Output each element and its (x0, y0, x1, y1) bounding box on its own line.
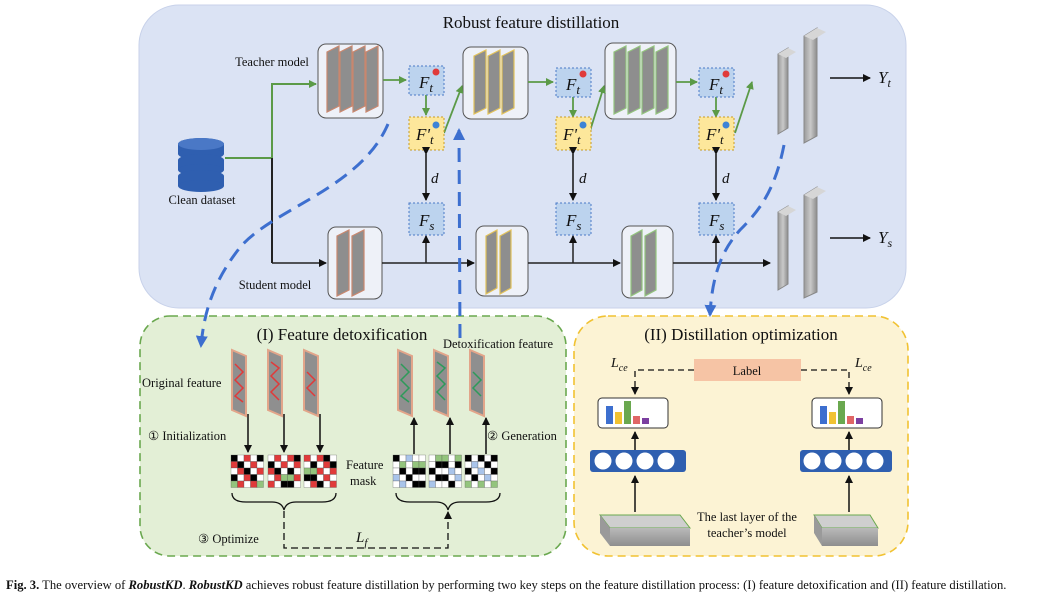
feature-mask-label-1: Feature (346, 458, 384, 472)
logits-icon-left (597, 397, 669, 429)
feature-boxes (408, 65, 735, 236)
feature-mask-grid (230, 454, 264, 488)
feature-mask-grid (428, 454, 462, 488)
ft-label-2: Ft (565, 75, 580, 97)
distill-opt-panel: (II) Distillation optimization Label Lce… (573, 315, 909, 557)
optimize-loop (231, 492, 501, 549)
feature-mask-grid (464, 454, 498, 488)
last-layer-slab-left (598, 514, 692, 546)
teacher-block-1 (317, 43, 384, 119)
fs-label-1: Fs (418, 211, 434, 233)
student-head (777, 186, 826, 299)
feature-labels: Ft F't Fs Ft F't Fs Ft F't Fs (415, 73, 724, 233)
last-layer-label-1: The last layer of the (697, 510, 797, 524)
student-output-label: Ys (878, 228, 892, 250)
ft-label-3: Ft (708, 75, 723, 97)
panel-title: Robust feature distillation (443, 13, 620, 32)
label-box (694, 359, 801, 381)
caption-text-1: The overview of (39, 578, 129, 592)
ftp-label-3: F't (705, 125, 724, 147)
step-generation: ② Generation (487, 429, 558, 443)
student-block-1 (327, 226, 383, 300)
step-initialization: ① Initialization (148, 429, 227, 443)
loss-ce-left: Lce (610, 356, 628, 374)
distill-panel-title: (II) Distillation optimization (644, 325, 838, 344)
original-feature-label: Original feature (142, 376, 222, 390)
caption-text-2: . (182, 578, 189, 592)
dataset-label: Clean dataset (169, 193, 237, 207)
blue-dashed-connectors (195, 123, 786, 348)
last-layer-label-2: teacher’s model (707, 526, 787, 540)
distance-arrows (422, 147, 720, 201)
database-icon (178, 138, 224, 192)
fs-label-2: Fs (565, 211, 581, 233)
feature-detox-panel: (I) Feature detoxification Original feat… (139, 315, 567, 557)
teacher-output-label: Yt (878, 68, 891, 90)
ftp-label-1: F't (415, 125, 434, 147)
teacher-flow (383, 76, 754, 134)
teacher-block-3 (604, 42, 677, 120)
ft-label-1: Ft (418, 73, 433, 95)
student-block-3 (621, 225, 674, 299)
caption-text-3: achieves robust feature distillation by … (242, 578, 1007, 592)
detox-feature-label: Detoxification feature (443, 337, 553, 351)
feature-mask-grid (303, 454, 337, 488)
figure-caption: Fig. 3. The overview of RobustKD. Robust… (6, 577, 1044, 594)
dataset-branch (225, 80, 317, 263)
fc-layer-right (800, 450, 892, 472)
student-model-label: Student model (239, 278, 312, 292)
original-feature-maps (231, 348, 319, 418)
feature-mask-label-2: mask (350, 474, 377, 488)
distance-label-3: d (722, 171, 730, 187)
caption-name-2: RobustKD (188, 578, 243, 592)
distance-label-1: d (431, 171, 439, 187)
fc-layer-left (590, 450, 686, 472)
student-block-2 (475, 225, 529, 297)
teacher-block-2 (462, 46, 529, 120)
detox-feature-maps (397, 348, 485, 418)
caption-fig: Fig. 3. (6, 578, 40, 592)
feature-mask-grid (267, 454, 301, 488)
label-box-text: Label (733, 364, 762, 378)
teacher-model-label: Teacher model (235, 55, 309, 69)
mask-arrows (244, 414, 490, 454)
caption-name-1: RobustKD (128, 578, 183, 592)
fs-label-3: Fs (708, 211, 724, 233)
fc-arrows (631, 431, 853, 512)
loss-f-label: Lf (355, 530, 369, 549)
ftp-label-2: F't (562, 125, 581, 147)
logits-icon-right (811, 397, 883, 429)
last-layer-slab-right (813, 514, 879, 546)
poison-face-icon (432, 68, 730, 78)
detox-panel-title: (I) Feature detoxification (257, 325, 428, 344)
distance-label-2: d (579, 171, 587, 187)
teacher-head (777, 27, 826, 144)
loss-ce-right: Lce (854, 356, 872, 374)
label-connections (631, 369, 853, 395)
robustkd-diagram: Robust feature distillation Teacher mode… (138, 4, 909, 557)
feature-masks (230, 454, 498, 488)
step-optimize: ③ Optimize (198, 532, 259, 546)
feature-mask-grid (392, 454, 426, 488)
clean-face-icon (432, 121, 730, 129)
